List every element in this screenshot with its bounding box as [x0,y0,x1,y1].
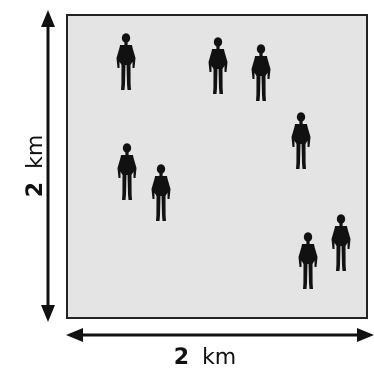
horizontal-dimension-arrow [66,328,374,342]
vertical-dimension-label: 2 km [23,135,48,197]
vertical-dimension-value: 2 [23,182,48,197]
horizontal-dimension-unit: km [202,345,236,370]
horizontal-dimension-label: 2 km [174,345,236,370]
horizontal-dimension-value: 2 [174,345,189,370]
vertical-dimension-arrow [41,10,55,322]
vertical-dimension-unit: km [23,135,48,169]
